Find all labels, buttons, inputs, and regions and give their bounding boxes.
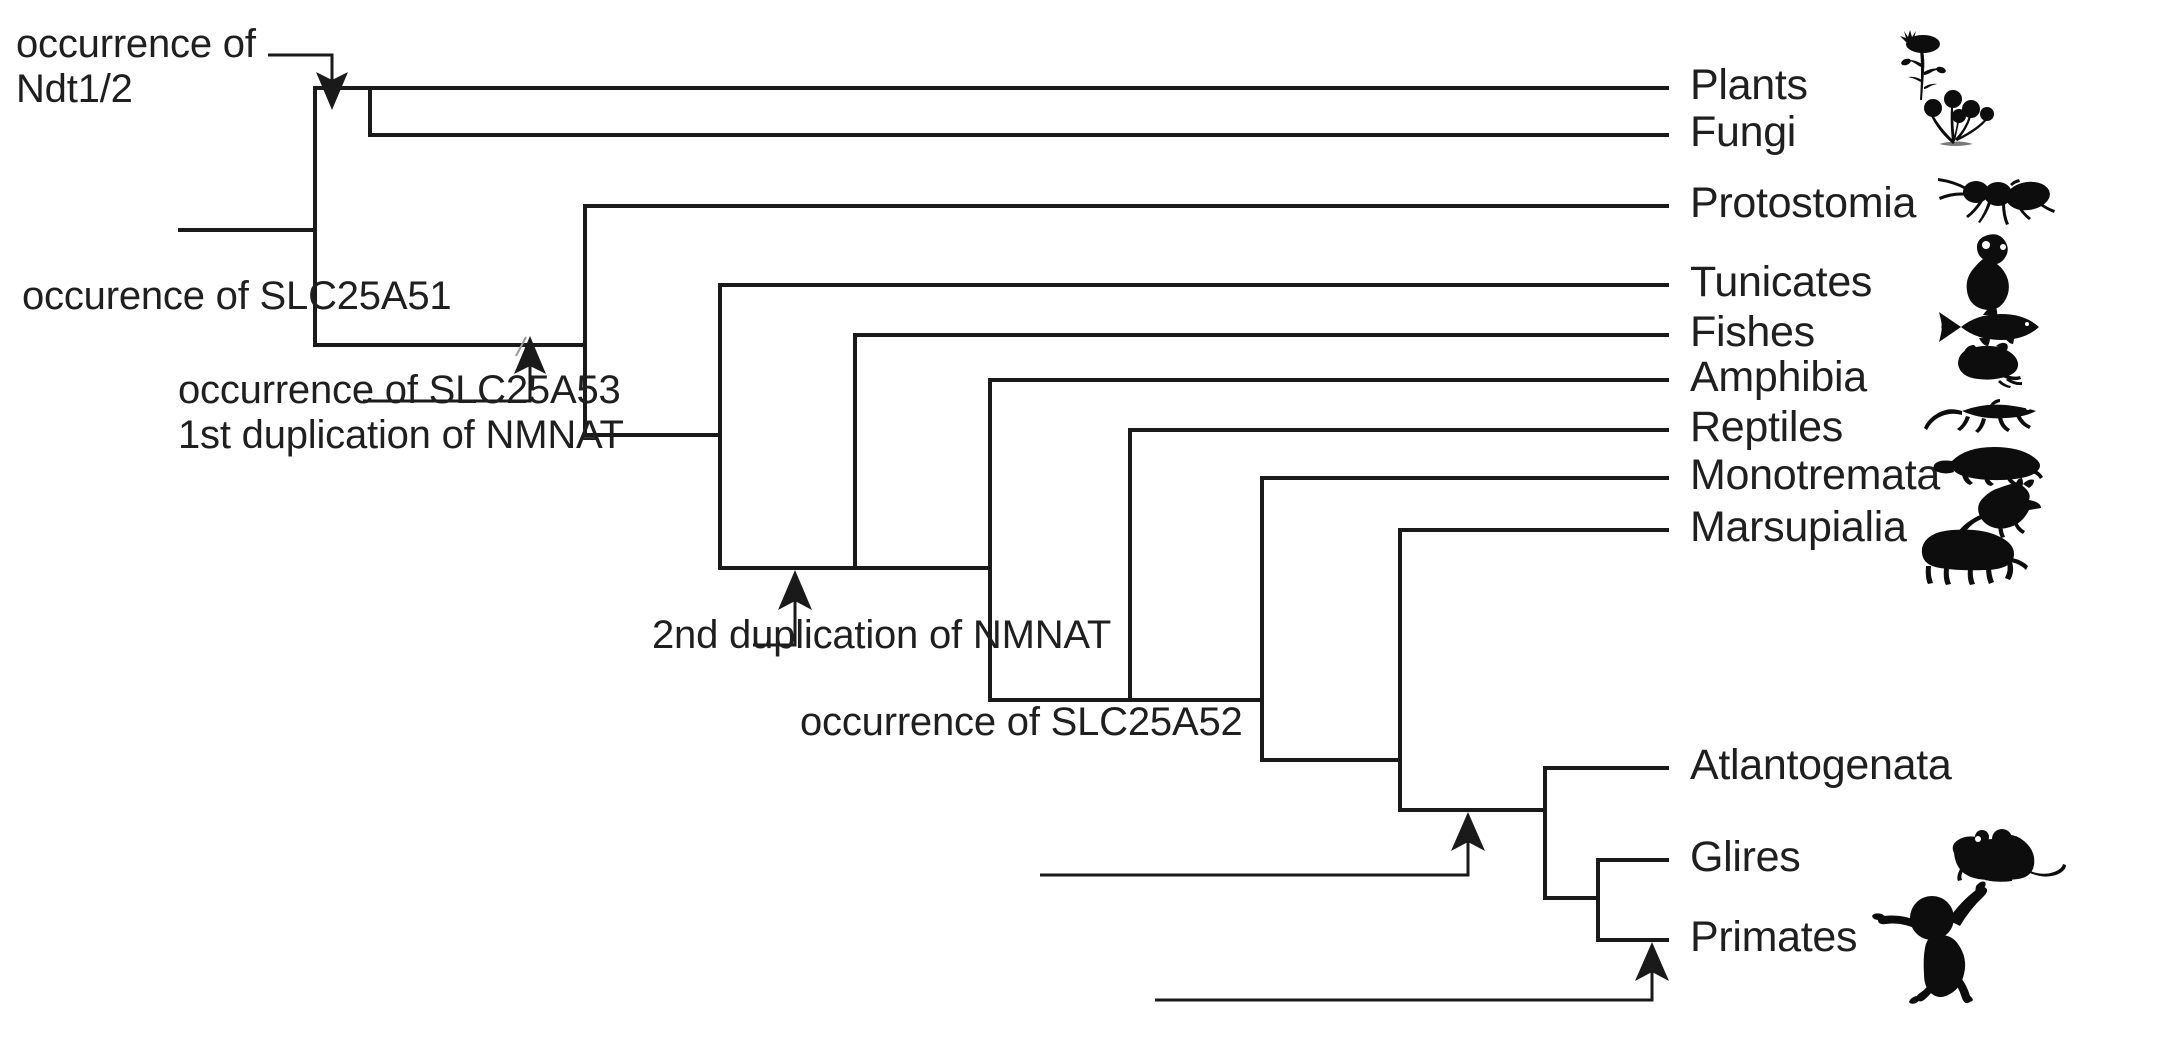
platypus-silhouette <box>1932 443 2044 487</box>
tip-label-amphibia: Amphibia <box>1690 353 1867 401</box>
tip-label-marsupialia: Marsupialia <box>1690 503 1907 551</box>
leader-slc25a51-tick <box>515 336 527 357</box>
tip-label-tunicates: Tunicates <box>1690 258 1873 306</box>
tip-label-fungi: Fungi <box>1690 108 1797 156</box>
annotation-nmnat2: 2nd duplication of NMNAT <box>652 613 1111 658</box>
kangaroo-silhouette <box>1955 478 2043 540</box>
tip-label-atlantogenata: Atlantogenata <box>1690 741 1952 789</box>
ant-silhouette <box>1932 170 2057 232</box>
annotation-slc25a53-line1: occurrence of SLC25A53 <box>178 368 621 412</box>
annotation-slc25a52: occurrence of SLC25A52 <box>800 700 1243 745</box>
monkey-silhouette <box>1860 876 2020 1004</box>
frog-silhouette <box>1950 340 2030 388</box>
arrowhead-slc25a52-up <box>1635 942 1669 981</box>
annotation-ndt12: occurrence of Ndt1/2 <box>16 22 256 112</box>
tip-label-glires: Glires <box>1690 833 1801 881</box>
annotation-nmnat2-line1: 2nd duplication of NMNAT <box>652 613 1112 657</box>
annotation-slc25a51: occurence of SLC25A51 <box>22 274 452 319</box>
mouse-silhouette <box>1940 825 2068 885</box>
annotation-ndt12-line2: Ndt1/2 <box>16 66 133 111</box>
leader-nmnat2 <box>1040 838 1470 877</box>
mushrooms-silhouette <box>1915 90 2001 152</box>
annotation-slc25a53-line2: 1st duplication of NMNAT <box>178 412 624 457</box>
tip-label-primates: Primates <box>1690 913 1858 961</box>
arrowhead-nmnat2-up <box>1451 812 1485 851</box>
elephant-silhouette <box>1912 528 2030 586</box>
annotation-slc25a52-line1: occurrence of SLC25A52 <box>800 700 1243 744</box>
annotation-ndt12-line1: occurrence of <box>16 22 256 66</box>
fish-silhouette <box>1935 305 2043 349</box>
tip-label-reptiles: Reptiles <box>1690 403 1843 451</box>
annotation-slc25a51-line1: occurence of SLC25A51 <box>22 274 452 318</box>
flower-silhouette <box>1878 30 1968 102</box>
arrowhead-slc25a51-up <box>514 336 546 374</box>
leader-slc25a51 <box>363 362 532 403</box>
tip-label-protostomia: Protostomia <box>1690 179 1917 227</box>
lizard-silhouette <box>1920 395 2042 435</box>
tip-label-plants: Plants <box>1690 61 1808 109</box>
leader-ndt12 <box>268 53 334 85</box>
annotation-slc25a53: occurrence of SLC25A53 1st duplication o… <box>178 368 624 458</box>
tip-label-monotremata: Monotremata <box>1690 451 1941 499</box>
tunicate-silhouette <box>1958 233 2026 311</box>
leader-slc25a52 <box>1155 968 1654 1002</box>
arrowhead-ndt12-down <box>316 72 348 110</box>
tip-label-fishes: Fishes <box>1690 308 1815 356</box>
arrowhead-slc25a53-up <box>778 570 812 610</box>
leader-slc25a53 <box>753 598 797 647</box>
